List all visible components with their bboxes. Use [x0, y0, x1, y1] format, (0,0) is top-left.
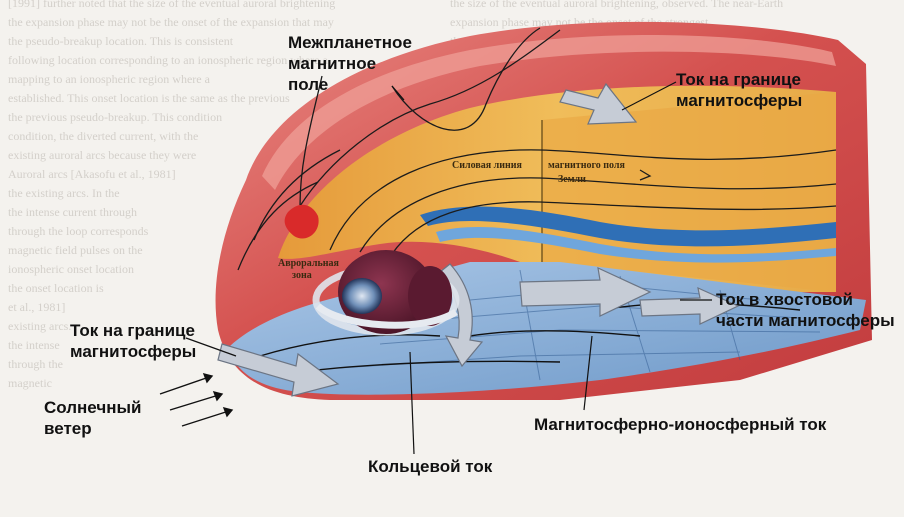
tail-current-label: Ток в хвостовой части магнитосферы	[716, 289, 895, 331]
magnetopause-current-top-label: Ток на границе магнитосферы	[676, 69, 802, 111]
auroral-zone-label-2: зона	[292, 270, 312, 282]
mi-current-label: Магнитосферно-ионосферный ток	[534, 414, 826, 435]
magnetopause-current-left-label: Ток на границе магнитосферы	[70, 320, 196, 362]
ring-current-label: Кольцевой ток	[368, 456, 492, 477]
field-line-label-3: Земли	[558, 174, 586, 186]
field-line-label-1: Силовая линия	[452, 160, 522, 172]
auroral-zone-label-1: Авроральная	[278, 258, 339, 270]
field-line-label-2: магнитного поля	[548, 160, 625, 172]
imf-label: Межпланетное магнитное поле	[288, 32, 412, 95]
solar-wind-label: Солнечный ветер	[44, 397, 141, 439]
polar-cap	[342, 278, 382, 314]
solar-wind-arrows	[160, 374, 232, 426]
